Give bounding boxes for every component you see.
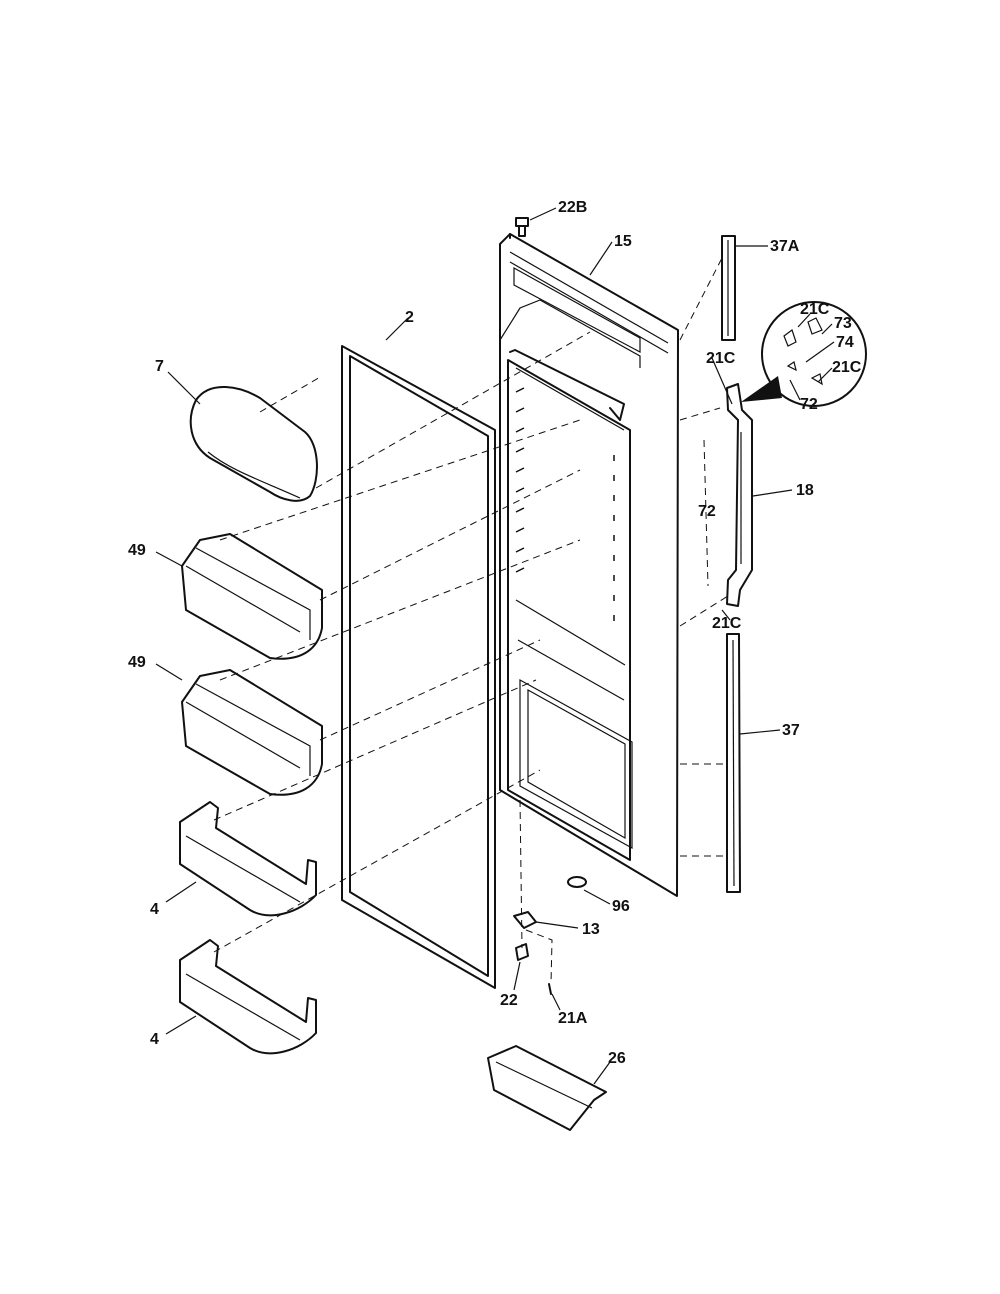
callout-22: 22 <box>500 992 518 1009</box>
screw-21a <box>548 983 552 995</box>
callout-18: 18 <box>796 482 814 499</box>
bin-small-26 <box>487 1045 607 1131</box>
trim-upper-37a <box>721 235 736 341</box>
callout-49-a: 49 <box>128 542 146 559</box>
explode-lines <box>213 257 729 985</box>
callout-21a: 21A <box>558 1010 588 1027</box>
hinge-bracket-13 <box>513 911 537 929</box>
callout-2: 2 <box>405 309 414 326</box>
bushing-22 <box>515 943 529 961</box>
callout-96: 96 <box>612 898 630 915</box>
door-panel <box>499 233 679 897</box>
dairy-cover <box>189 385 318 502</box>
callout-4-b: 4 <box>150 1031 159 1048</box>
shelf-pegs <box>515 387 615 621</box>
callout-37a: 37A <box>770 238 800 255</box>
callout-21c-right: 21C <box>832 359 862 376</box>
callout-7: 7 <box>155 358 164 375</box>
callout-73: 73 <box>834 315 852 332</box>
leader-lines <box>155 207 835 1085</box>
callout-4-a: 4 <box>150 901 159 918</box>
door-bin-49-b <box>181 669 323 796</box>
callout-72: 72 <box>698 503 716 520</box>
door-gasket <box>341 345 496 989</box>
callout-15: 15 <box>614 233 632 250</box>
plug-button-96 <box>567 876 587 888</box>
callout-37: 37 <box>782 722 800 739</box>
detail-circle <box>741 301 867 407</box>
callout-74: 74 <box>836 334 854 351</box>
callout-labels: 22B 15 37A 21C 73 74 21C 72 21C 2 7 18 7… <box>128 199 862 1067</box>
door-shelf-bin-4-a <box>179 801 317 917</box>
callout-21c-mid: 21C <box>706 350 736 367</box>
callout-72-detail: 72 <box>800 396 818 413</box>
hinge-pin-22b <box>515 217 529 237</box>
door-bin-49-a <box>181 533 323 660</box>
callout-21c-low: 21C <box>712 615 742 632</box>
trim-lower-37 <box>726 633 741 893</box>
door-shelf-bin-4-b <box>179 939 317 1055</box>
callout-49-b: 49 <box>128 654 146 671</box>
callout-13: 13 <box>582 921 600 938</box>
door-handle-18 <box>726 383 753 607</box>
callout-26: 26 <box>608 1050 626 1067</box>
callout-22b: 22B <box>558 199 587 216</box>
callout-21c-top: 21C <box>800 301 830 318</box>
